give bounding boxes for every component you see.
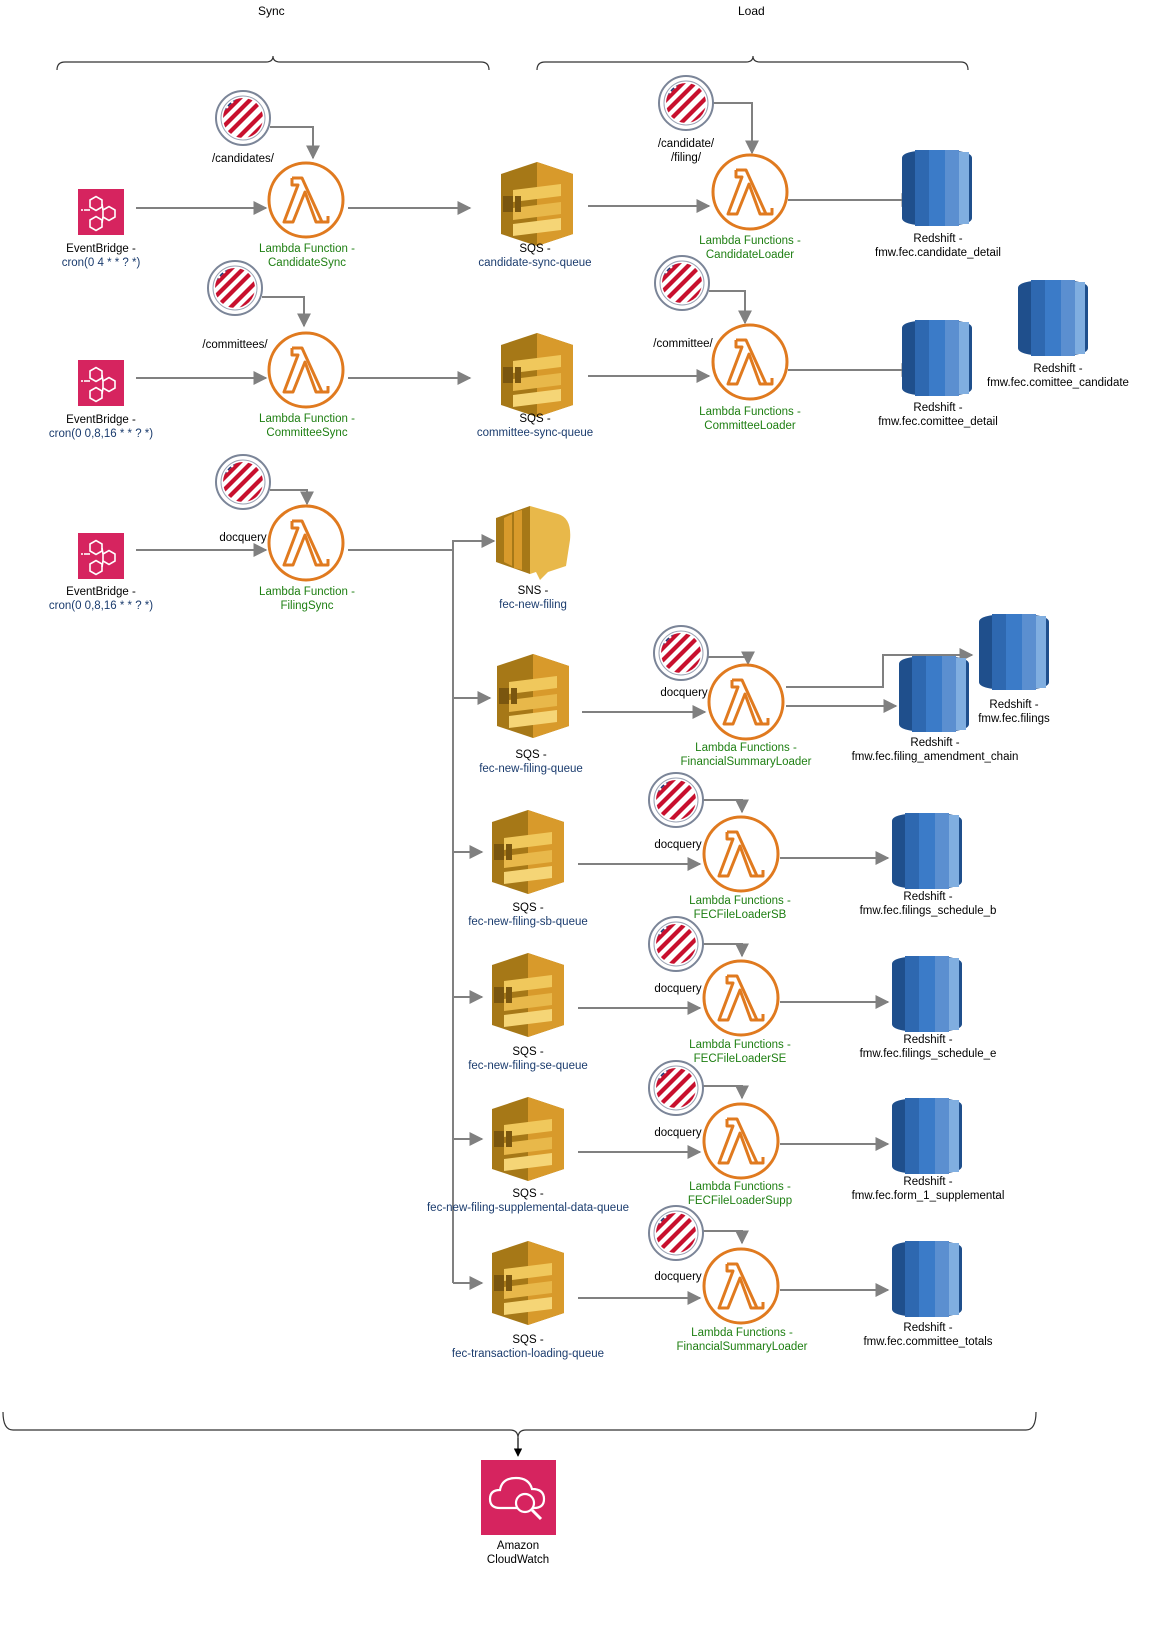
- lambda-icon: [707, 663, 785, 741]
- redshift-table-label: Redshift -fmw.fec.filings: [978, 699, 1050, 725]
- queue-label: SQS -candidate-sync-queue: [478, 243, 592, 269]
- redshift-icon: [979, 614, 1049, 690]
- fec-seal-icon: [649, 1206, 703, 1260]
- fec-seal-icon: [654, 626, 708, 680]
- lambda-icon: [711, 323, 789, 401]
- api-endpoint-label: docquery: [219, 532, 267, 544]
- monitoring-brace: [2, 1411, 1037, 1439]
- loader-function-label: Lambda Functions -FinancialSummaryLoader: [680, 742, 812, 768]
- redshift-table-label: Redshift -fmw.fec.filings_schedule_e: [859, 1034, 997, 1060]
- sqs-icon: [492, 1097, 564, 1181]
- load-section-title: Load: [738, 4, 765, 18]
- lambda-icon: [267, 331, 345, 409]
- redshift-table-label: Redshift -fmw.fec.filing_amendment_chain: [851, 737, 1019, 763]
- api-endpoint-label: /candidates/: [211, 153, 274, 165]
- api-endpoint-label: docquery: [654, 839, 702, 851]
- sns-icon: [496, 506, 571, 580]
- loader-function-label: Lambda Functions -FECFileLoaderSupp: [687, 1181, 793, 1207]
- loader-function-label: Lambda Functions -FECFileLoaderSB: [689, 895, 791, 921]
- redshift-table-label: Redshift -fmw.fec.committee_totals: [863, 1322, 993, 1348]
- loader-function-label: Lambda Functions -FinancialSummaryLoader: [676, 1327, 808, 1353]
- sqs-icon: [501, 333, 573, 417]
- sync-function-label: Lambda Function -CandidateSync: [259, 243, 355, 269]
- sync-section-title: Sync: [258, 4, 285, 18]
- loader-function-label: Lambda Functions -CandidateLoader: [699, 235, 801, 261]
- queue-label: SQS -committee-sync-queue: [476, 413, 594, 439]
- api-endpoint-label: /committee/: [653, 338, 713, 350]
- lambda-icon: [267, 161, 345, 239]
- trigger-label: EventBridge -cron(0 4 * * ? *): [61, 243, 141, 269]
- api-endpoint-label: docquery: [654, 1127, 702, 1139]
- redshift-icon: [892, 956, 962, 1032]
- lambda-icon: [702, 959, 780, 1037]
- fec-seal-icon: [649, 773, 703, 827]
- eventbridge-icon: [77, 532, 125, 580]
- queue-label: SQS -fec-new-filing-sb-queue: [468, 902, 588, 928]
- sqs-icon: [497, 654, 569, 738]
- eventbridge-icon: [77, 359, 125, 407]
- redshift-icon: [892, 813, 962, 889]
- queue-label: SQS -fec-new-filing-queue: [479, 749, 583, 775]
- fec-seal-icon: [655, 256, 709, 310]
- lambda-icon: [702, 815, 780, 893]
- lambda-icon: [702, 1102, 780, 1180]
- queue-label: SQS -fec-new-filing-se-queue: [468, 1046, 588, 1072]
- redshift-icon: [892, 1098, 962, 1174]
- sqs-icon: [492, 1241, 564, 1325]
- sync-function-label: Lambda Function -CommitteeSync: [259, 413, 355, 439]
- eventbridge-icon: [77, 188, 125, 236]
- sync-function-label: Lambda Function -FilingSync: [259, 586, 355, 612]
- sqs-icon: [492, 810, 564, 894]
- loader-function-label: Lambda Functions -FECFileLoaderSE: [689, 1039, 791, 1065]
- redshift-table-label: Redshift -fmw.fec.comittee_detail: [878, 402, 998, 428]
- topic-label: SNS -fec-new-filing: [499, 585, 567, 611]
- api-endpoint-label: docquery: [654, 1271, 702, 1283]
- fec-seal-icon: [649, 1061, 703, 1115]
- api-endpoint-label: /committees/: [202, 339, 268, 351]
- redshift-icon: [902, 150, 972, 226]
- fec-seal-icon: [216, 91, 270, 145]
- queue-label: SQS -fec-new-filing-supplemental-data-qu…: [426, 1188, 629, 1214]
- load-brace: [536, 55, 969, 71]
- lambda-icon: [702, 1247, 780, 1325]
- redshift-table-label: Redshift -fmw.fec.filings_schedule_b: [859, 891, 997, 917]
- sync-brace: [56, 55, 490, 71]
- redshift-table-label: Redshift -fmw.fec.form_1_supplemental: [851, 1176, 1005, 1202]
- sqs-icon: [501, 162, 573, 246]
- fec-seal-icon: [649, 917, 703, 971]
- trigger-label: EventBridge -cron(0 0,8,16 * * ? *): [48, 414, 154, 440]
- fec-seal-icon: [659, 76, 713, 130]
- redshift-table-label: Redshift -fmw.fec.candidate_detail: [875, 233, 1001, 259]
- api-endpoint-label: docquery: [654, 983, 702, 995]
- queue-label: SQS -fec-transaction-loading-queue: [451, 1334, 605, 1360]
- api-endpoint-label: docquery: [660, 687, 708, 699]
- trigger-label: EventBridge -cron(0 0,8,16 * * ? *): [48, 586, 154, 612]
- redshift-icon: [892, 1241, 962, 1317]
- redshift-icon: [902, 320, 972, 396]
- redshift-icon: [1018, 280, 1088, 356]
- sqs-icon: [492, 953, 564, 1037]
- lambda-icon: [711, 153, 789, 231]
- redshift-table-label: Redshift -fmw.fec.comittee_candidate: [987, 363, 1129, 389]
- api-endpoint-label: /candidate//filing/: [657, 138, 715, 164]
- cloudwatch-icon: [481, 1460, 556, 1535]
- fec-seal-icon: [216, 455, 270, 509]
- loader-function-label: Lambda Functions -CommitteeLoader: [699, 406, 801, 432]
